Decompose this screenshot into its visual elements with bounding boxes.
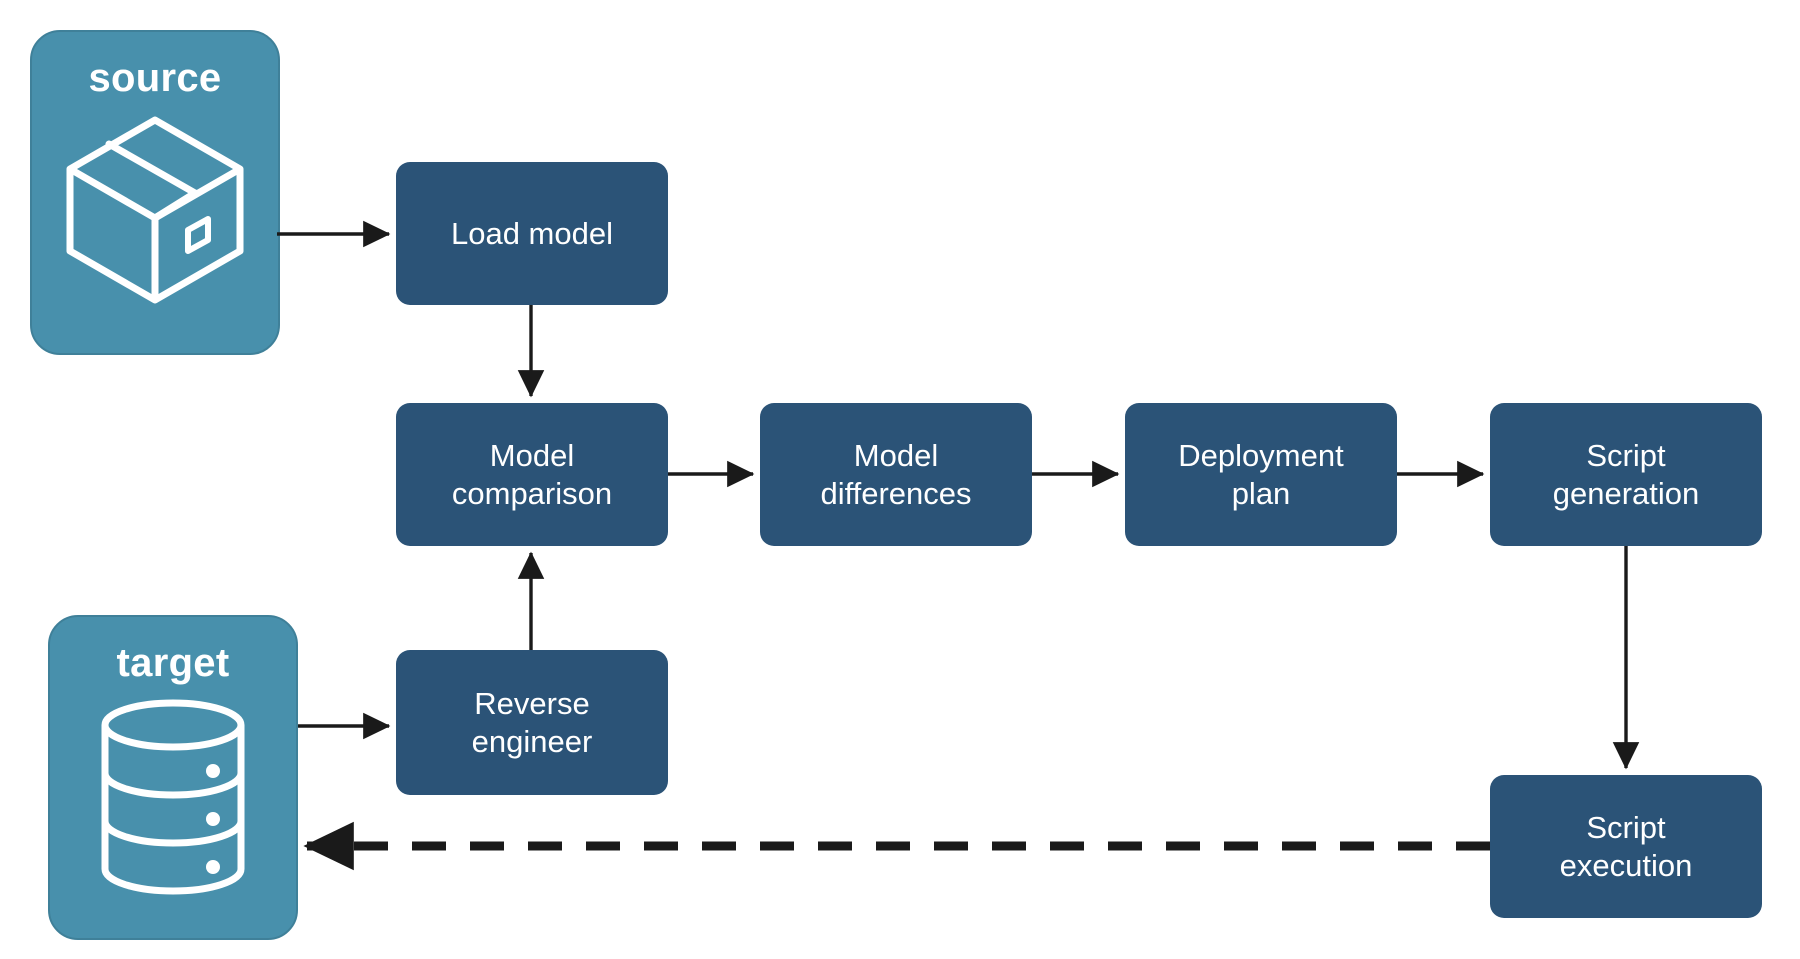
- model-differences-label: Model differences: [820, 437, 972, 511]
- target-label: target: [116, 641, 230, 685]
- node-model-differences[interactable]: Model differences: [760, 403, 1032, 546]
- script-execution-label: Script execution: [1559, 809, 1693, 883]
- node-load-model[interactable]: Load model: [396, 162, 668, 305]
- node-reverse-engineer[interactable]: Reverse engineer: [396, 650, 668, 795]
- node-script-generation[interactable]: Script generation: [1490, 403, 1762, 546]
- package-box-icon: [62, 112, 248, 313]
- node-model-comparison[interactable]: Model comparison: [396, 403, 668, 546]
- node-target[interactable]: target: [48, 615, 298, 940]
- model-comparison-label: Model comparison: [451, 437, 613, 511]
- node-source[interactable]: source: [30, 30, 280, 355]
- node-script-execution[interactable]: Script execution: [1490, 775, 1762, 918]
- reverse-engineer-label: Reverse engineer: [471, 685, 593, 759]
- deployment-plan-label: Deployment plan: [1178, 437, 1344, 511]
- script-generation-label: Script generation: [1552, 437, 1700, 511]
- database-cylinder-icon: [93, 699, 253, 900]
- source-label: source: [88, 56, 222, 100]
- node-deployment-plan[interactable]: Deployment plan: [1125, 403, 1397, 546]
- load-model-label: Load model: [450, 215, 613, 251]
